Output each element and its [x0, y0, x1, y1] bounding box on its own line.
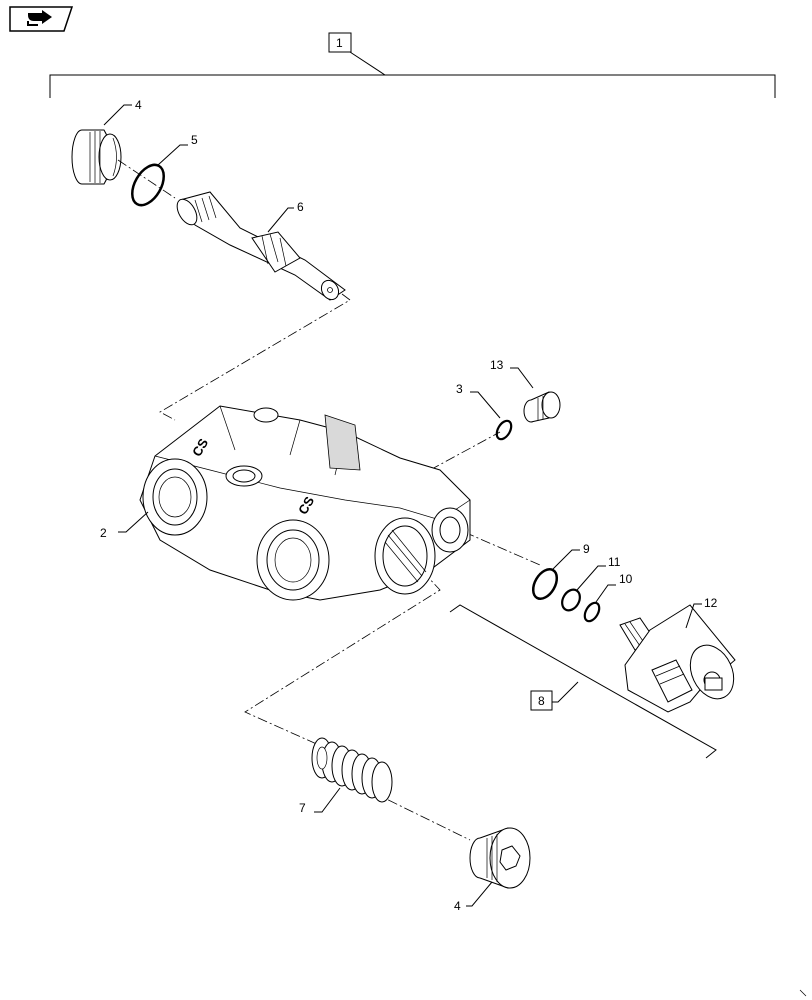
- callout-10: 10: [595, 572, 633, 603]
- subassembly-bracket: [449, 604, 717, 759]
- part-2-valve-body[interactable]: CS CS: [139, 405, 471, 601]
- part-7-spring[interactable]: [311, 737, 393, 803]
- corner-mark: [799, 989, 807, 997]
- back-arrow-icon[interactable]: [8, 5, 74, 33]
- callout-2: 2: [100, 511, 149, 540]
- callout-3: 3: [456, 382, 501, 419]
- callout-box-1[interactable]: 1: [328, 32, 352, 53]
- part-3-o-ring[interactable]: [494, 418, 514, 441]
- part-13-plug[interactable]: [523, 391, 561, 423]
- callout-7-label: 7: [299, 801, 306, 815]
- callout-6: 6: [267, 200, 304, 233]
- callout-5-label: 5: [191, 133, 198, 147]
- callout-3-label: 3: [456, 382, 463, 396]
- callout-4-bottom: 4: [454, 881, 493, 913]
- part-4-plug-bottom[interactable]: [469, 827, 531, 889]
- part-12-solenoid[interactable]: [619, 604, 742, 713]
- part-5-o-ring[interactable]: [126, 159, 171, 210]
- callout-6-label: 6: [297, 200, 304, 214]
- callout-box-8[interactable]: 8: [530, 690, 553, 711]
- callout-9-label: 9: [583, 542, 590, 556]
- callout-1-label: 1: [336, 36, 343, 50]
- part-10-o-ring[interactable]: [582, 600, 602, 623]
- part-11-o-ring[interactable]: [559, 586, 584, 613]
- callout-8-label: 8: [538, 694, 545, 708]
- part-9-o-ring[interactable]: [528, 565, 561, 603]
- callout-5: 5: [157, 133, 198, 166]
- callout-4-top-label: 4: [135, 98, 142, 112]
- part-6-spool[interactable]: [173, 191, 346, 303]
- callout-13: 13: [490, 358, 534, 389]
- callout-11-label: 11: [608, 555, 621, 569]
- callout-13-label: 13: [490, 358, 504, 372]
- callout-11: 11: [576, 555, 621, 591]
- callout-2-label: 2: [100, 526, 107, 540]
- callout-12-label: 12: [704, 596, 718, 610]
- callout-10-label: 10: [619, 572, 633, 586]
- callout-9: 9: [551, 542, 590, 571]
- callout-4-top: 4: [103, 98, 142, 126]
- part-4-plug-top[interactable]: [71, 129, 122, 185]
- callout-4-bottom-label: 4: [454, 899, 461, 913]
- callout-7: 7: [299, 787, 341, 815]
- callout-12: 12: [685, 596, 718, 629]
- assembly-bracket: [49, 51, 776, 98]
